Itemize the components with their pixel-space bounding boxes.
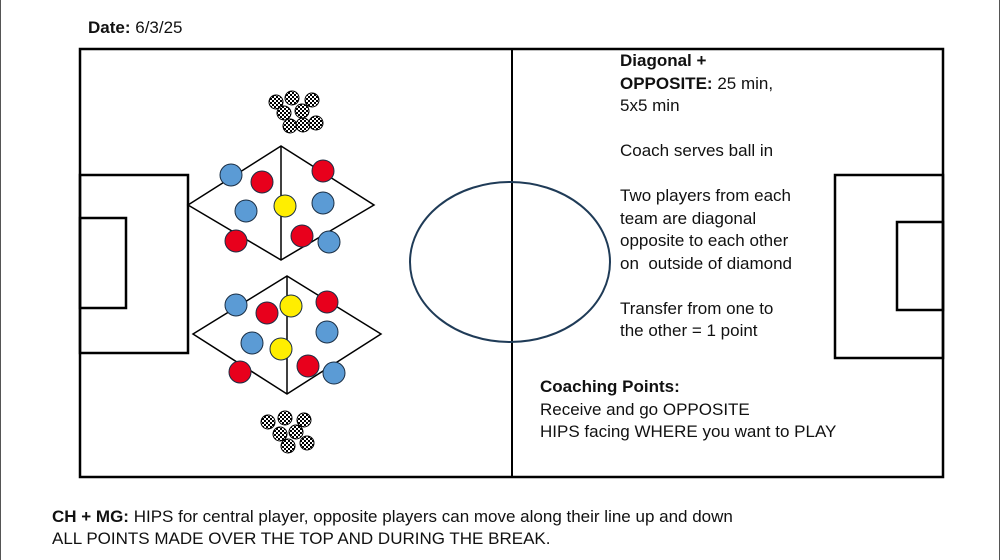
instruction-line: Two players from each	[620, 186, 792, 205]
center-circle	[409, 181, 611, 343]
drill-description: Diagonal + OPPOSITE: 25 min, 5x5 min Coa…	[620, 50, 850, 365]
ball-icon	[299, 435, 315, 451]
neutral-player	[269, 337, 293, 361]
coaching-point: HIPS facing WHERE you want to PLAY	[540, 422, 837, 441]
red-player	[290, 224, 314, 248]
ball-icon	[304, 92, 320, 108]
red-player	[228, 360, 252, 384]
drill-instruction-1: Coach serves ball in	[620, 141, 774, 160]
frame-border-left	[0, 0, 1, 560]
ball-icon	[272, 426, 288, 442]
ball-icon	[282, 118, 298, 134]
red-player	[311, 159, 335, 183]
neutral-player	[273, 194, 297, 218]
drill-instruction-3: Transfer from one to the other = 1 point	[620, 298, 850, 343]
ball-icon	[295, 117, 311, 133]
footer-line-2: ALL POINTS MADE OVER THE TOP AND DURING …	[52, 529, 551, 548]
coaching-points-title: Coaching Points:	[540, 377, 680, 396]
right-penalty-box	[833, 173, 945, 360]
instruction-line: opposite to each other	[620, 231, 789, 250]
instruction-line: the other = 1 point	[620, 321, 758, 340]
coaching-points: Coaching Points: Receive and go OPPOSITE…	[540, 376, 880, 444]
date-label: Date:	[88, 18, 131, 37]
ball-icon	[296, 412, 312, 428]
left-goal-box	[78, 216, 128, 310]
ball-icon	[280, 438, 296, 454]
right-goal-box	[895, 220, 945, 312]
blue-player	[322, 361, 346, 385]
blue-player	[311, 191, 335, 215]
footer-text: HIPS for central player, opposite player…	[133, 507, 733, 526]
drill-instruction-2: Two players from each team are diagonal …	[620, 185, 850, 275]
ball-pile-bottom	[260, 410, 315, 454]
drill-duration: 25 min,	[717, 73, 774, 93]
footer-line-1: CH + MG: HIPS for central player, opposi…	[52, 506, 952, 528]
ball-icon	[276, 105, 292, 121]
red-player	[250, 170, 274, 194]
red-player	[315, 290, 339, 314]
left-penalty-box	[78, 173, 190, 355]
blue-player	[315, 320, 339, 344]
footer-label: CH + MG:	[52, 507, 129, 526]
players-top	[219, 159, 341, 254]
ball-icon	[268, 94, 284, 110]
ball-icon	[308, 115, 324, 131]
drill-title-bold: OPPOSITE:	[620, 73, 713, 93]
instruction-line: on outside of diamond	[620, 253, 793, 273]
drill-rounds: 5x5 min	[620, 96, 680, 115]
ball-icon	[294, 103, 310, 119]
blue-player	[219, 163, 243, 187]
blue-player	[234, 199, 258, 223]
date: Date: 6/3/25	[88, 18, 183, 38]
ball-icon	[284, 90, 300, 106]
ball-pile-top	[268, 90, 324, 134]
date-value: 6/3/25	[135, 18, 183, 37]
instruction-line: Transfer from one to	[620, 298, 774, 318]
ball-icon	[288, 424, 304, 440]
blue-player	[240, 331, 264, 355]
blue-player	[317, 230, 341, 254]
drill-title-line1: Diagonal +	[620, 51, 707, 70]
instruction-line: team are diagonal	[620, 208, 757, 228]
players-bottom	[224, 290, 346, 385]
neutral-player	[279, 294, 303, 318]
red-player	[255, 301, 279, 325]
drill-title-line2: OPPOSITE: 25 min,	[620, 73, 850, 96]
red-player	[224, 229, 248, 253]
red-player	[296, 354, 320, 378]
ball-icon	[277, 410, 293, 426]
ball-icon	[260, 414, 276, 430]
diamond-bottom	[191, 275, 383, 395]
coaching-point: Receive and go OPPOSITE	[540, 399, 750, 419]
footer-notes: CH + MG: HIPS for central player, opposi…	[52, 506, 952, 550]
blue-player	[224, 293, 248, 317]
